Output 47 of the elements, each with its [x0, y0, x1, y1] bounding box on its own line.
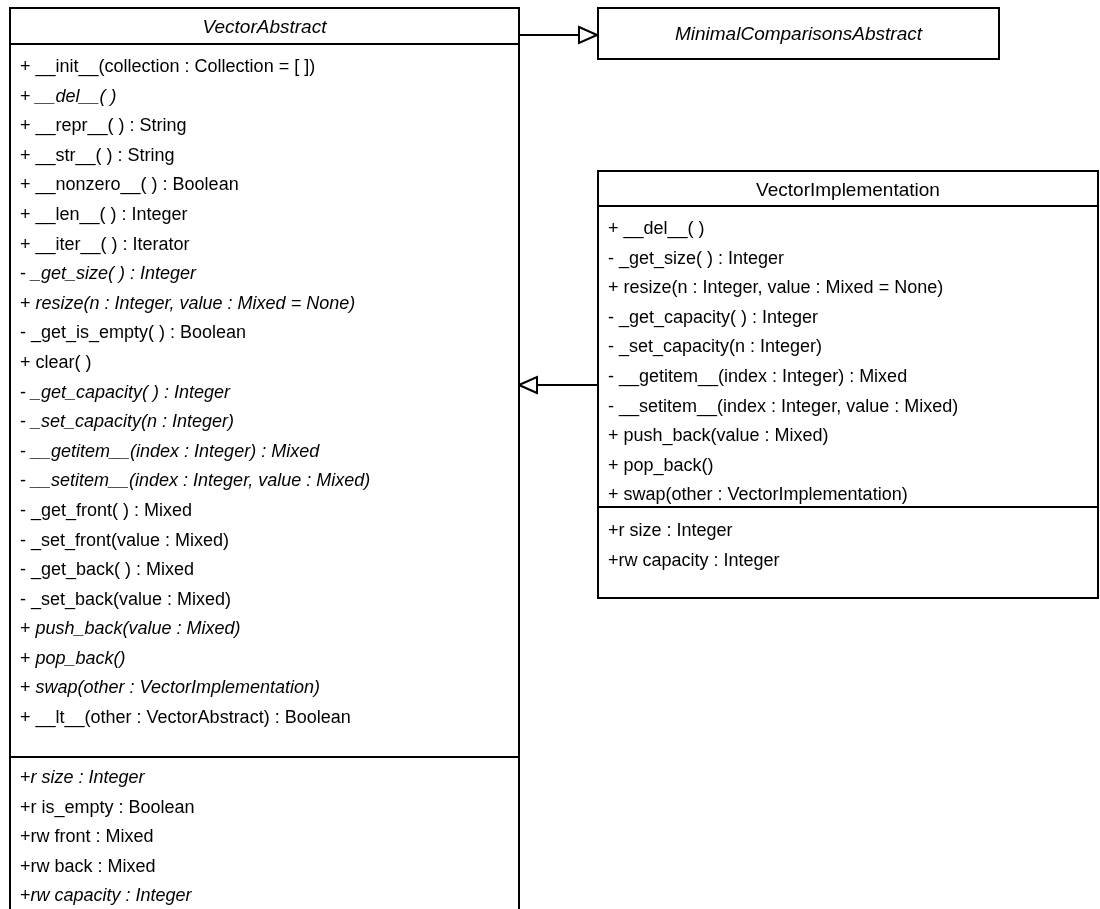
- operation-text: - __setitem__(index : Integer, value : Mixed): [607, 394, 960, 419]
- attribute-text: +rw back : Mixed: [19, 854, 157, 878]
- operation-text: - _get_back( ) : Mixed: [19, 558, 196, 582]
- operation-text: + pop_back(): [607, 453, 715, 478]
- operation-text: + __nonzero__( ) : Boolean: [19, 173, 240, 197]
- attribute-text: +r size : Integer: [19, 766, 146, 789]
- class-name: VectorAbstract: [201, 15, 328, 39]
- operation-text: + clear( ): [19, 350, 93, 374]
- operation-text: - _set_back(value : Mixed): [19, 587, 233, 612]
- operation-text: + __init__(collection : Collection = [ ]): [19, 55, 317, 79]
- operation-text: + __str__( ) : String: [19, 143, 176, 168]
- operation-text: + swap(other : VectorImplementation): [607, 483, 909, 507]
- operation-text: - _get_front( ) : Mixed: [19, 498, 194, 523]
- operation-text: - _get_size( ) : Integer: [607, 246, 786, 271]
- operation-text: - _get_capacity( ) : Integer: [607, 305, 820, 330]
- operation-text: + __del__( ): [19, 84, 118, 108]
- operation-text: + __lt__(other : VectorAbstract) : Boolean: [19, 706, 352, 730]
- operation-text: + __del__( ): [607, 217, 706, 241]
- operation-text: - _set_capacity(n : Integer): [607, 335, 824, 359]
- operation-text: + swap(other : VectorImplementation): [19, 676, 321, 700]
- attribute-text: +rw front : Mixed: [19, 825, 155, 849]
- attribute-text: +r is_empty : Boolean: [19, 795, 196, 820]
- operation-text: - _set_capacity(n : Integer): [19, 410, 236, 434]
- operation-text: - _set_front(value : Mixed): [19, 528, 231, 553]
- operation-text: - _get_is_empty( ) : Boolean: [19, 321, 248, 345]
- operation-text: - __getitem__(index : Integer) : Mixed: [19, 439, 321, 463]
- attributes-compartment: [11, 756, 518, 908]
- class-box: [597, 7, 1000, 60]
- operation-text: - _get_capacity( ) : Integer: [19, 380, 232, 404]
- operation-text: + __iter__( ) : Iterator: [19, 232, 191, 257]
- class-box: [9, 7, 520, 909]
- operation-text: + pop_back(): [19, 646, 127, 670]
- operation-text: + push_back(value : Mixed): [607, 424, 830, 448]
- attribute-text: +rw capacity : Integer: [19, 884, 193, 908]
- class-box: [597, 170, 1099, 599]
- operation-text: - _get_size( ) : Integer: [19, 262, 198, 286]
- attribute-text: +rw capacity : Integer: [607, 548, 781, 572]
- operation-text: + __len__( ) : Integer: [19, 202, 189, 227]
- operation-text: + resize(n : Integer, value : Mixed = None): [607, 276, 945, 300]
- operation-text: - __setitem__(index : Integer, value : Mixed): [19, 469, 372, 493]
- operation-text: + resize(n : Integer, value : Mixed = None): [19, 291, 357, 315]
- attribute-text: +r size : Integer: [607, 519, 734, 542]
- operation-text: + __repr__( ) : String: [19, 114, 188, 138]
- class-name: MinimalComparisonsAbstract: [673, 22, 924, 46]
- operation-text: + push_back(value : Mixed): [19, 617, 242, 641]
- class-name: VectorImplementation: [755, 178, 941, 202]
- operation-text: - __getitem__(index : Integer) : Mixed: [607, 364, 909, 389]
